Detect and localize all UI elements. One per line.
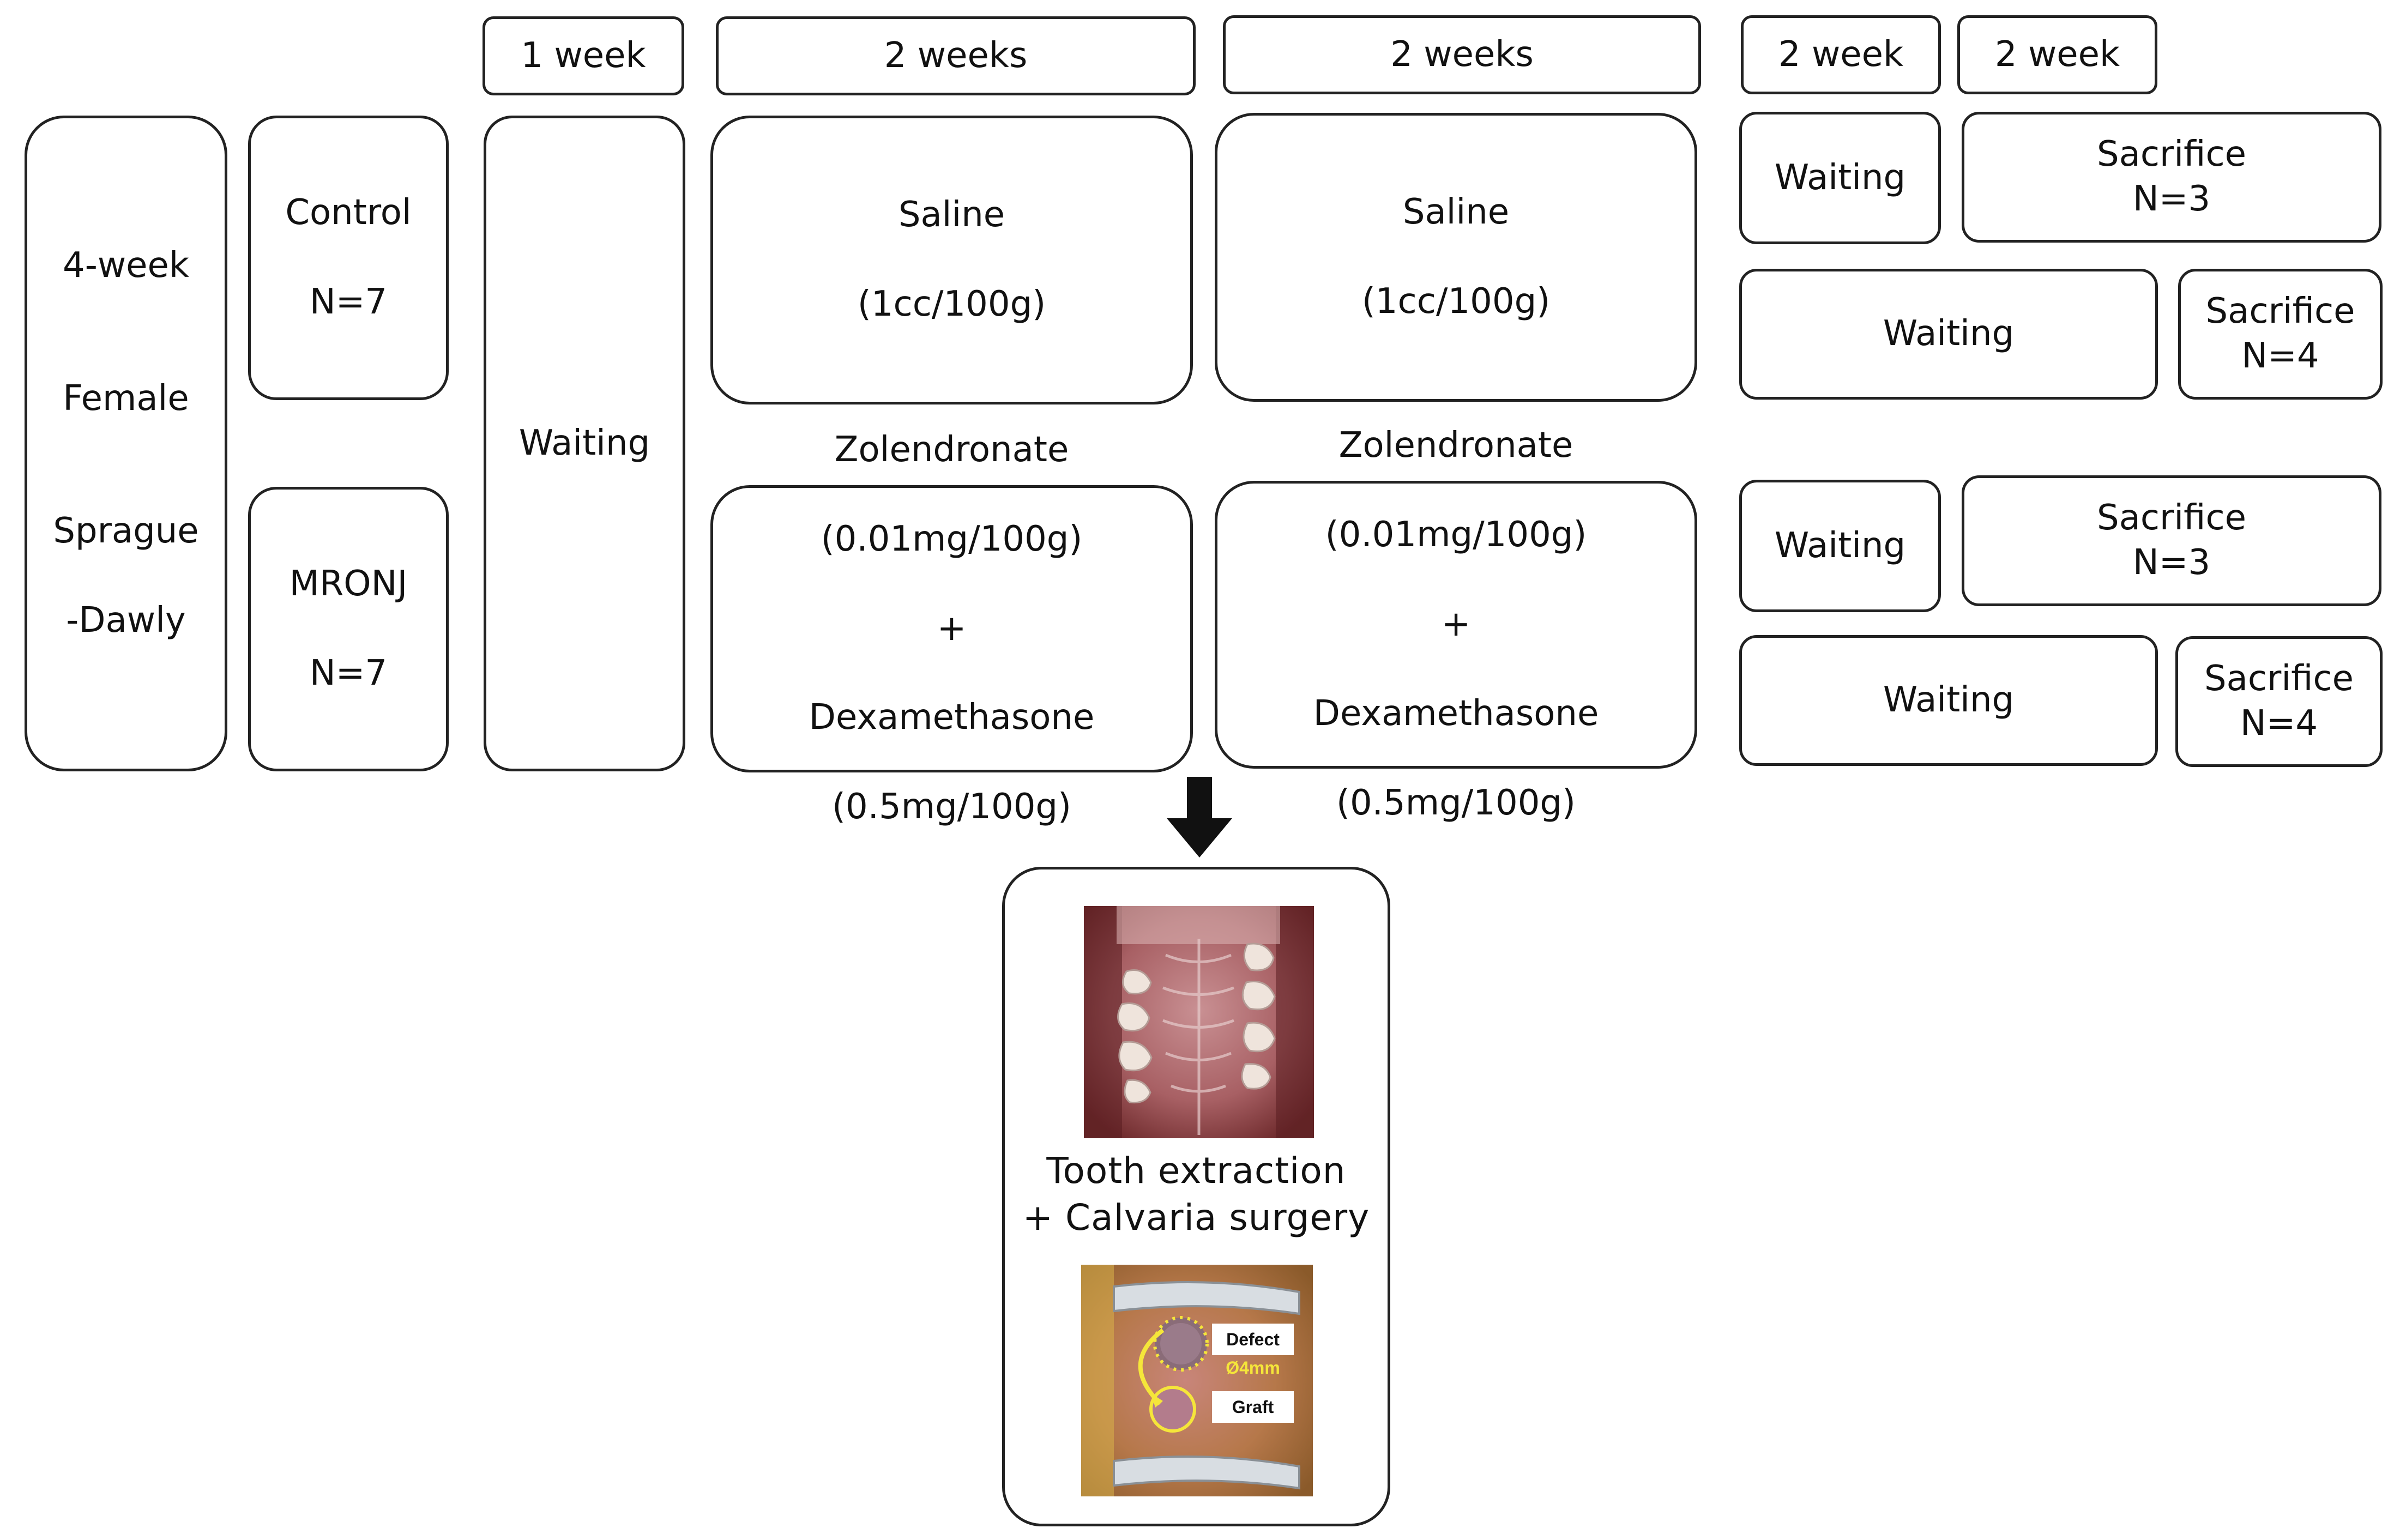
header-2-week-b-label: 2 week	[1994, 34, 2120, 75]
plus-sign-1: +	[937, 608, 967, 649]
mronj-sacrifice-n4-label: Sacrifice	[2204, 659, 2354, 699]
mronj-group-name: MRONJ	[289, 564, 408, 605]
mronj-group-n: N=7	[309, 653, 388, 693]
zolendronate-dose-1: (0.01mg/100g)	[821, 518, 1083, 559]
control-waiting-short: Waiting	[1739, 112, 1941, 244]
dexamethasone-dose-1: (0.5mg/100g)	[831, 787, 1072, 828]
diameter-label: Ø4mm	[1226, 1358, 1280, 1378]
dexamethasone-label-1: Dexamethasone	[809, 697, 1095, 738]
header-1-week-label: 1 week	[521, 35, 646, 76]
header-2-weeks-a-label: 2 weeks	[884, 35, 1028, 76]
calvaria-photo: Defect Ø4mm Graft	[1081, 1265, 1313, 1496]
mronj-waiting-short: Waiting	[1739, 480, 1941, 612]
saline-drug-label-1: Saline	[898, 195, 1005, 235]
defect-label: Defect	[1226, 1330, 1280, 1349]
saline-drug-label-2: Saline	[1402, 192, 1510, 233]
dexamethasone-label-2: Dexamethasone	[1313, 693, 1599, 734]
subjects-line-2: Female	[63, 378, 189, 419]
header-2-week-b: 2 week	[1957, 15, 2157, 94]
control-group-box: Control N=7	[248, 116, 449, 400]
mronj-sacrifice-n3-label: Sacrifice	[2097, 498, 2246, 539]
subjects-box: 4-week Female Sprague -Dawly	[25, 116, 227, 771]
down-arrow-icon	[1167, 777, 1232, 859]
saline-dose-label-2: (1cc/100g)	[1361, 281, 1551, 322]
zolendronate-label-1: Zolendronate	[834, 429, 1069, 470]
control-group-n: N=7	[309, 281, 388, 322]
control-waiting-short-label: Waiting	[1774, 157, 1906, 198]
zolendronate-dose-2: (0.01mg/100g)	[1325, 515, 1587, 555]
plus-sign-2: +	[1441, 604, 1471, 645]
oral-cavity-photo	[1084, 906, 1314, 1138]
mronj-waiting-short-label: Waiting	[1774, 525, 1906, 566]
header-2-weeks-control-phase: 2 weeks	[716, 16, 1196, 95]
header-1-week: 1 week	[483, 16, 684, 95]
saline-dose-label-1: (1cc/100g)	[857, 283, 1046, 324]
surgery-caption-line-1: Tooth extraction	[1046, 1150, 1346, 1192]
saline-treatment-box-2: Saline (1cc/100g)	[1215, 113, 1697, 402]
subjects-line-1: 4-week	[63, 245, 189, 286]
subjects-line-3: Sprague	[53, 511, 199, 552]
graft-label: Graft	[1232, 1397, 1274, 1417]
acclimation-waiting-box: Waiting	[484, 116, 685, 771]
mronj-treatment-box-2: Zolendronate (0.01mg/100g) + Dexamethaso…	[1215, 425, 1697, 823]
control-waiting-long-label: Waiting	[1883, 313, 2015, 354]
header-2-week-a: 2 week	[1741, 15, 1941, 94]
control-sacrifice-n3-count: N=3	[2132, 179, 2211, 219]
control-waiting-long: Waiting	[1739, 269, 2158, 400]
subjects-line-4: -Dawly	[66, 600, 186, 641]
zolendronate-label-2: Zolendronate	[1338, 425, 1573, 466]
acclimation-waiting-label: Waiting	[518, 422, 650, 463]
mronj-sacrifice-n4-count: N=4	[2240, 703, 2318, 744]
mronj-waiting-long: Waiting	[1739, 635, 2158, 766]
surgery-caption-line-2: + Calvaria surgery	[1022, 1196, 1370, 1239]
mronj-sacrifice-n3-count: N=3	[2132, 542, 2211, 583]
header-2-weeks-b-label: 2 weeks	[1390, 34, 1534, 75]
control-sacrifice-n4-label: Sacrifice	[2205, 291, 2355, 332]
mronj-group-box: MRONJ N=7	[248, 487, 449, 771]
header-2-weeks-post-surgery: 2 weeks	[1223, 15, 1701, 94]
surgery-caption: Tooth extraction + Calvaria surgery	[1013, 1148, 1379, 1241]
dexamethasone-dose-2: (0.5mg/100g)	[1336, 782, 1576, 823]
saline-treatment-box-1: Saline (1cc/100g)	[710, 116, 1193, 404]
mronj-treatment-box-1: Zolendronate (0.01mg/100g) + Dexamethaso…	[710, 430, 1193, 827]
header-2-week-a-label: 2 week	[1778, 34, 1904, 75]
mronj-waiting-long-label: Waiting	[1883, 680, 2015, 721]
control-group-name: Control	[285, 192, 412, 233]
control-sacrifice-n4-count: N=4	[2241, 336, 2319, 376]
control-sacrifice-n3-label: Sacrifice	[2097, 134, 2246, 175]
